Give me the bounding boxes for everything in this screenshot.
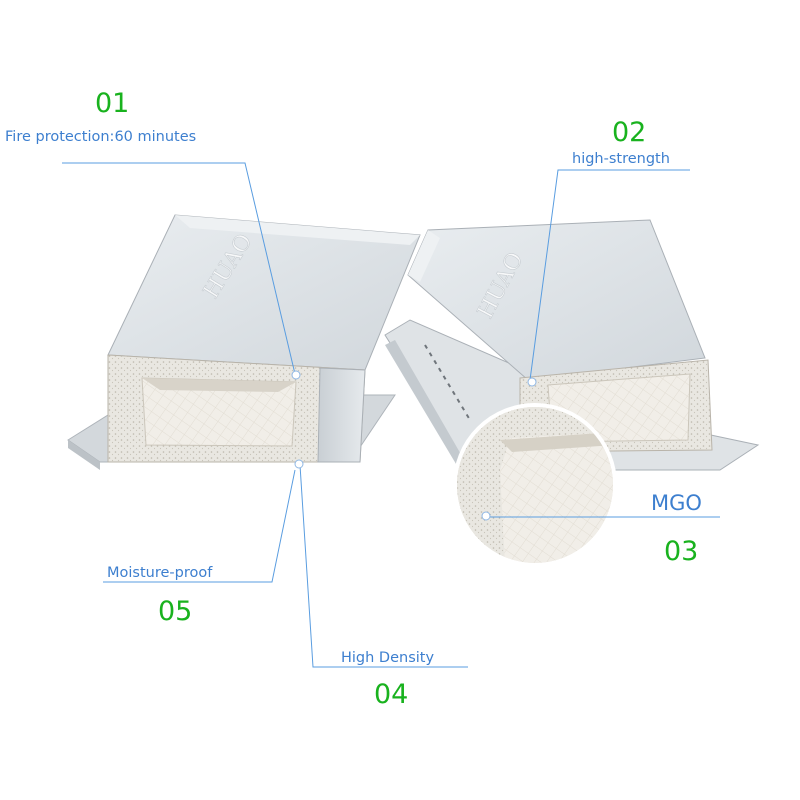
callout-03: MGO 03 — [651, 491, 702, 567]
callout-label-02: high-strength — [572, 151, 670, 167]
callout-02: 02 high-strength — [572, 117, 670, 167]
leader-line-05 — [103, 469, 296, 583]
left-panel: HUAO — [67, 214, 421, 470]
callout-number-04: 04 — [374, 679, 408, 710]
callout-05: Moisture-proof 05 — [107, 565, 213, 627]
marker-dot-02 — [527, 377, 537, 387]
marker-dots — [291, 370, 537, 521]
marker-dot-03 — [481, 511, 491, 521]
callout-label-04: High Density — [341, 650, 434, 666]
zoom-detail-circle — [453, 403, 617, 567]
callout-04: High Density 04 — [341, 650, 434, 710]
callout-label-01: Fire protection:60 minutes — [5, 129, 196, 145]
callout-number-03: 03 — [664, 536, 698, 567]
callout-label-03: MGO — [651, 491, 702, 515]
marker-dot-01 — [291, 370, 301, 380]
callout-number-01: 01 — [95, 88, 129, 119]
leader-line-04 — [299, 464, 468, 668]
callout-label-05: Moisture-proof — [107, 565, 213, 581]
leader-line-01 — [62, 162, 296, 375]
callout-number-05: 05 — [158, 596, 192, 627]
callout-number-02: 02 — [612, 117, 646, 148]
callout-01: 01 Fire protection:60 minutes — [5, 88, 196, 145]
leader-lines — [62, 162, 720, 668]
marker-dot-04 — [294, 459, 304, 469]
leader-line-02 — [529, 169, 690, 381]
